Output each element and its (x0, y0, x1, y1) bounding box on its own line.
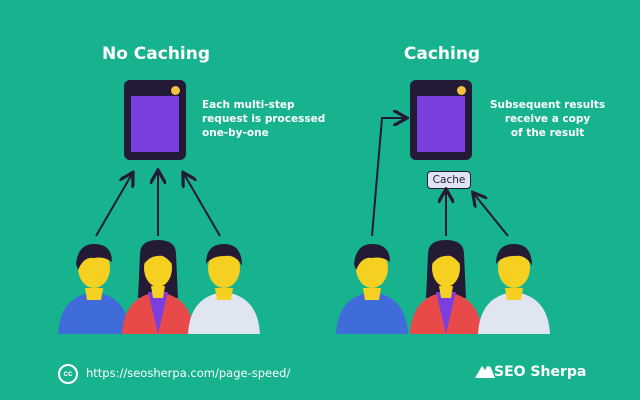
arrow-left-1 (95, 174, 132, 237)
mountain-logo-icon (475, 363, 495, 378)
cache-badge: Cache (427, 171, 471, 189)
right-note-line: Subsequent results (490, 99, 606, 111)
arrow-right-3 (474, 194, 509, 237)
left-note-line: request is processed (202, 113, 326, 125)
left-note-line: Each multi-step (202, 99, 295, 111)
person-male-light-icon (478, 244, 550, 334)
person-male-blue-icon (336, 244, 408, 334)
right-title: Caching (403, 44, 481, 64)
source-url[interactable]: https://seosherpa.com/page-speed/ (86, 366, 291, 380)
left-note-line: one-by-one (202, 127, 269, 139)
left-title: No Caching (101, 44, 211, 64)
left-note: Each multi-step request is processed one… (202, 98, 325, 140)
left-server-screen (131, 96, 179, 152)
right-server-icon (410, 80, 472, 160)
left-server-icon (124, 80, 186, 160)
arrow-left-3 (184, 174, 221, 237)
right-server-led (457, 86, 466, 95)
brand-name: SEO Sherpa (494, 364, 587, 380)
arrow-right-1 (371, 118, 405, 237)
right-note-line: of the result (510, 127, 585, 139)
person-female-red-icon (122, 240, 194, 334)
right-note: Subsequent results receive a copy of the… (490, 98, 605, 140)
person-female-red-icon (410, 240, 482, 334)
right-note-line: receive a copy (504, 113, 591, 125)
left-server-led (171, 86, 180, 95)
right-server-screen (417, 96, 465, 152)
person-male-light-icon (188, 244, 260, 334)
cc-icon: cc (58, 364, 78, 384)
person-male-blue-icon (58, 244, 130, 334)
